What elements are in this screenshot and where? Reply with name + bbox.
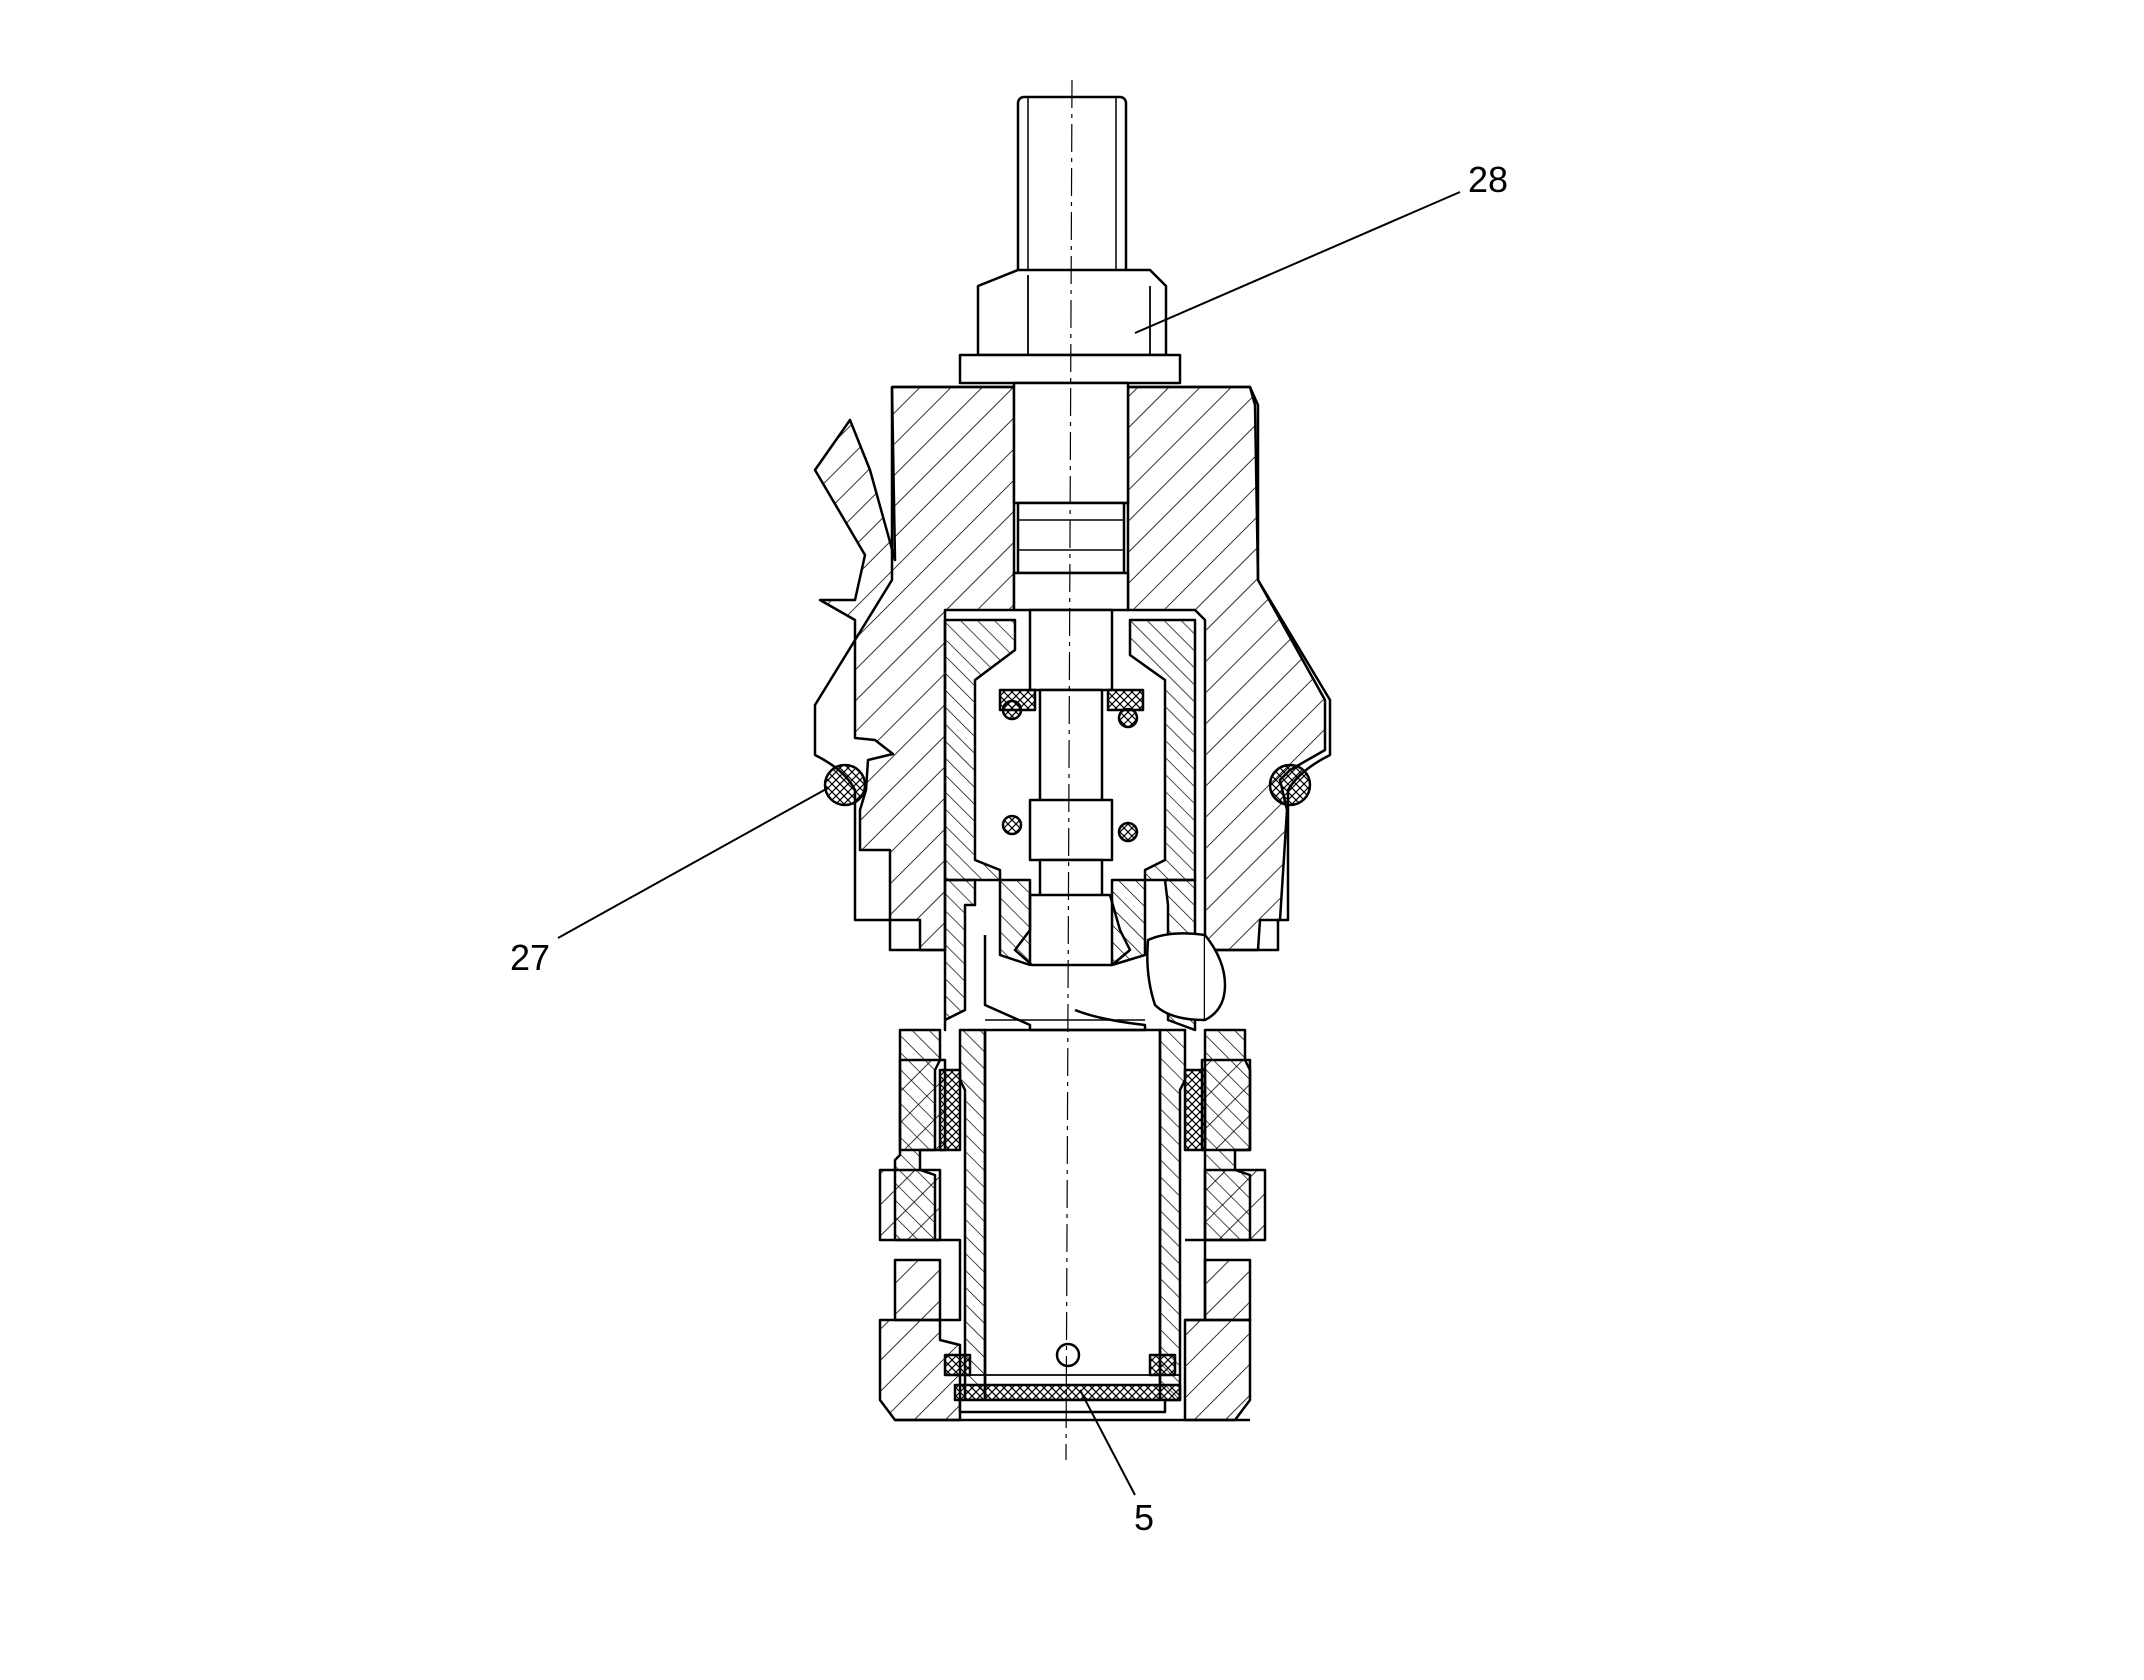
lower-body (943, 878, 1227, 1032)
filter-disc (895, 1342, 1250, 1422)
callout-5: 5 (1134, 1497, 1155, 1538)
leader-27 (557, 787, 829, 939)
o-ring-left (823, 763, 867, 807)
callout-28: 28 (1468, 159, 1509, 200)
o-ring-right (1268, 763, 1312, 807)
stem-shaft (1012, 381, 1130, 692)
callout-27: 27 (510, 937, 551, 978)
hex-nut (958, 268, 1182, 385)
leader-5 (1079, 1389, 1136, 1496)
bottom-sleeve (878, 1028, 1267, 1422)
upper-body (813, 385, 1332, 952)
cartridge-housing (943, 618, 1197, 967)
center-line (1065, 79, 1073, 1461)
leader-28 (1134, 191, 1461, 334)
